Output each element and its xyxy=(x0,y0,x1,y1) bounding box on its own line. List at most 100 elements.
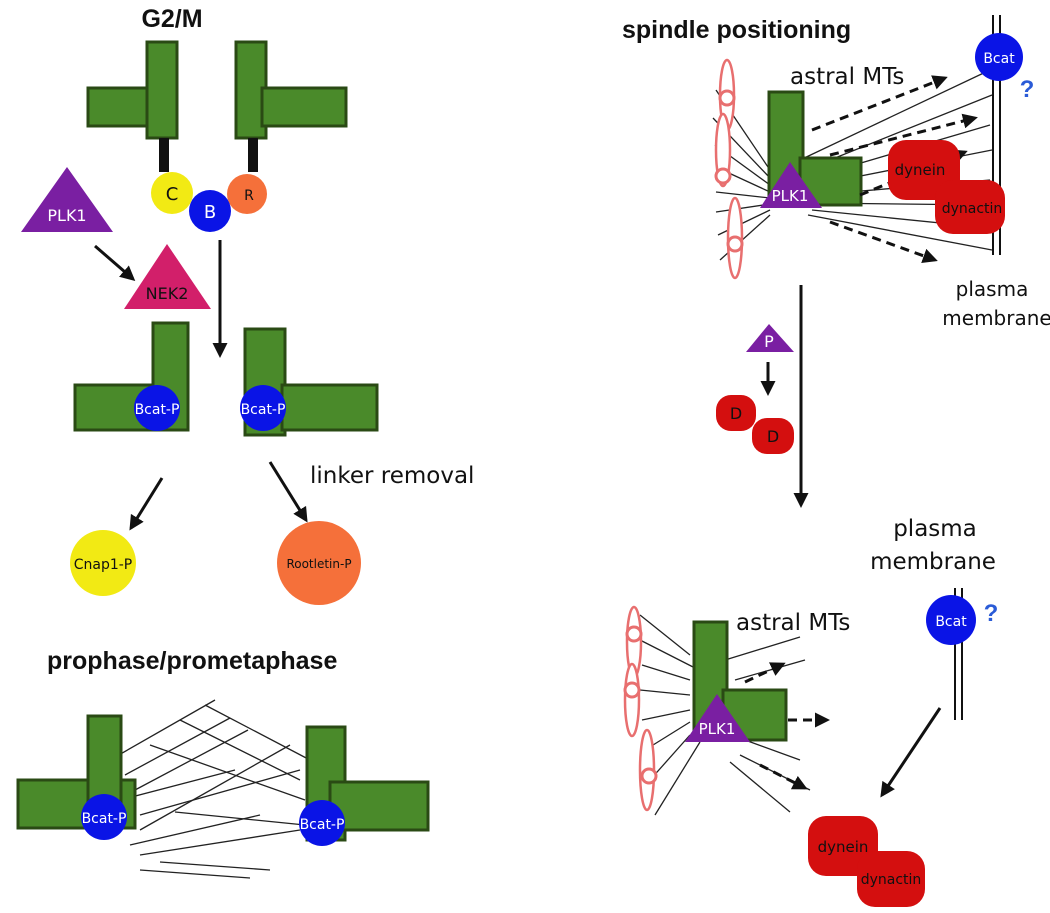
centriole-top-left-vertical xyxy=(145,40,179,140)
spindle-bottom-dynactin xyxy=(857,851,925,907)
bcat-p-prophase-left xyxy=(81,794,127,840)
dashed-arrow xyxy=(811,75,948,132)
kinetochore xyxy=(718,89,736,107)
linker-protein-b xyxy=(189,190,231,232)
arrow-to-cnap1 xyxy=(129,477,164,531)
kinetochore xyxy=(714,167,732,185)
microtubule xyxy=(139,829,301,856)
microtubule xyxy=(807,214,993,251)
chromosome xyxy=(623,662,641,738)
microtubule xyxy=(139,769,301,816)
bcat-p-prophase-right-label: Bcat-P xyxy=(300,817,345,833)
spindle-d-bottom xyxy=(752,418,794,454)
linker-r-label: R xyxy=(244,188,254,204)
spindle-top-question: ? xyxy=(1020,76,1035,103)
prophase-microtubules xyxy=(109,699,311,879)
centriole-mid-right-horizontal xyxy=(280,383,379,432)
spindle-bottom-question: ? xyxy=(984,600,999,627)
linker-stalk-right xyxy=(248,138,258,172)
plk1-label: PLK1 xyxy=(47,206,86,225)
rootletin-circle xyxy=(277,521,361,605)
microtubule xyxy=(139,869,251,879)
kinetochore xyxy=(640,767,658,785)
prophase-heading: prophase/prometaphase xyxy=(47,647,337,675)
kinetochore xyxy=(623,681,641,699)
microtubule xyxy=(139,744,291,831)
spindle-d-top-label: D xyxy=(730,404,742,423)
spindle-bottom-bcat xyxy=(926,595,976,645)
microtubule xyxy=(119,769,236,801)
microtubule xyxy=(734,659,806,681)
kinetochore xyxy=(625,625,643,643)
chromosomes-top xyxy=(714,58,744,280)
spindle-top-bcat xyxy=(975,33,1023,81)
spindle-bottom-panel: plasma membrane Bcat ? xyxy=(623,516,999,907)
cnap1-circle xyxy=(70,530,136,596)
spindle-top-bcat-label: Bcat xyxy=(983,51,1015,67)
microtubule xyxy=(159,861,271,871)
microtubule xyxy=(129,814,261,846)
bcat-p-mid-left-label: Bcat-P xyxy=(135,402,180,418)
microtubule xyxy=(109,699,216,761)
microtubule xyxy=(204,704,311,761)
spindle-top-plk1-label: PLK1 xyxy=(772,187,809,205)
linker-c-label: C xyxy=(166,184,179,205)
bcat-p-prophase-left-label: Bcat-P xyxy=(82,811,127,827)
microtubule xyxy=(724,636,801,661)
microtubule xyxy=(641,664,691,681)
prophase-panel: Bcat-P Bcat-P xyxy=(16,699,430,879)
nek2-triangle xyxy=(124,244,211,309)
spindle-p-triangle xyxy=(746,324,794,352)
dashed-arrow xyxy=(829,220,938,263)
kinetochore xyxy=(726,235,744,253)
cnap1-label: Cnap1-P xyxy=(74,557,133,573)
spindle-bottom-astral-label: astral MTs xyxy=(736,610,850,636)
spindle-top-panel: PLK1 Bcat ? dynein dynactin astral MTs p… xyxy=(712,15,1050,508)
spindle-top-membrane-line1: plasma xyxy=(956,277,1029,301)
spindle-bottom-dynein-label: dynein xyxy=(818,838,869,856)
microtubule xyxy=(179,719,301,781)
rootletin-label: Rootletin-P xyxy=(286,557,351,571)
spindle-positioning-heading: spindle positioning xyxy=(622,16,851,44)
microtubule xyxy=(174,811,306,826)
linker-stalk-left xyxy=(159,138,169,172)
dashed-arrow xyxy=(744,662,786,684)
spindle-d-bottom-label: D xyxy=(767,427,779,446)
bcat-to-dynein-arrow xyxy=(880,707,942,798)
microtubule xyxy=(639,689,691,696)
microtubule xyxy=(715,191,771,199)
spindle-bottom-bcat-label: Bcat xyxy=(935,614,967,630)
g2m-panel: C R B PLK1 NEK2 Bcat-P Bcat-P linker rem… xyxy=(21,40,474,605)
plk1-to-nek2-arrow xyxy=(94,244,136,281)
bcat-p-mid-right xyxy=(240,385,286,431)
microtubule xyxy=(717,209,771,236)
spindle-top-dynactin xyxy=(935,180,1005,234)
bcat-p-mid-right-label: Bcat-P xyxy=(241,402,286,418)
microtubule xyxy=(799,69,991,161)
spindle-top-plk1-triangle xyxy=(760,162,822,208)
linker-protein-r xyxy=(227,174,267,214)
dashed-arrow xyxy=(829,113,978,157)
microtubule xyxy=(641,709,691,721)
microtubule xyxy=(744,739,801,761)
linker-b-label: B xyxy=(204,202,216,223)
arrow-to-rootletin xyxy=(268,461,308,523)
dashed-arrow xyxy=(759,763,808,790)
microtubule xyxy=(639,614,691,656)
spindle-bottom-membrane-line2: membrane xyxy=(870,549,996,575)
bcat-p-mid-left xyxy=(134,385,180,431)
microtubule xyxy=(654,741,701,816)
chromosome xyxy=(714,112,732,188)
spindle-top-dynactin-label: dynactin xyxy=(942,201,1003,217)
microtubule xyxy=(729,761,791,813)
spindle-bottom-membrane-line1: plasma xyxy=(893,516,977,542)
microtubule xyxy=(715,203,771,213)
g2m-heading: G2/M xyxy=(141,5,202,33)
centriole-top-right-horizontal xyxy=(260,86,348,128)
linker-removal-label: linker removal xyxy=(310,463,474,489)
spindle-p-label: P xyxy=(764,332,774,351)
nek2-label: NEK2 xyxy=(146,284,189,303)
spindle-top-astral-label: astral MTs xyxy=(790,64,904,90)
chromosomes-bottom xyxy=(623,605,658,812)
